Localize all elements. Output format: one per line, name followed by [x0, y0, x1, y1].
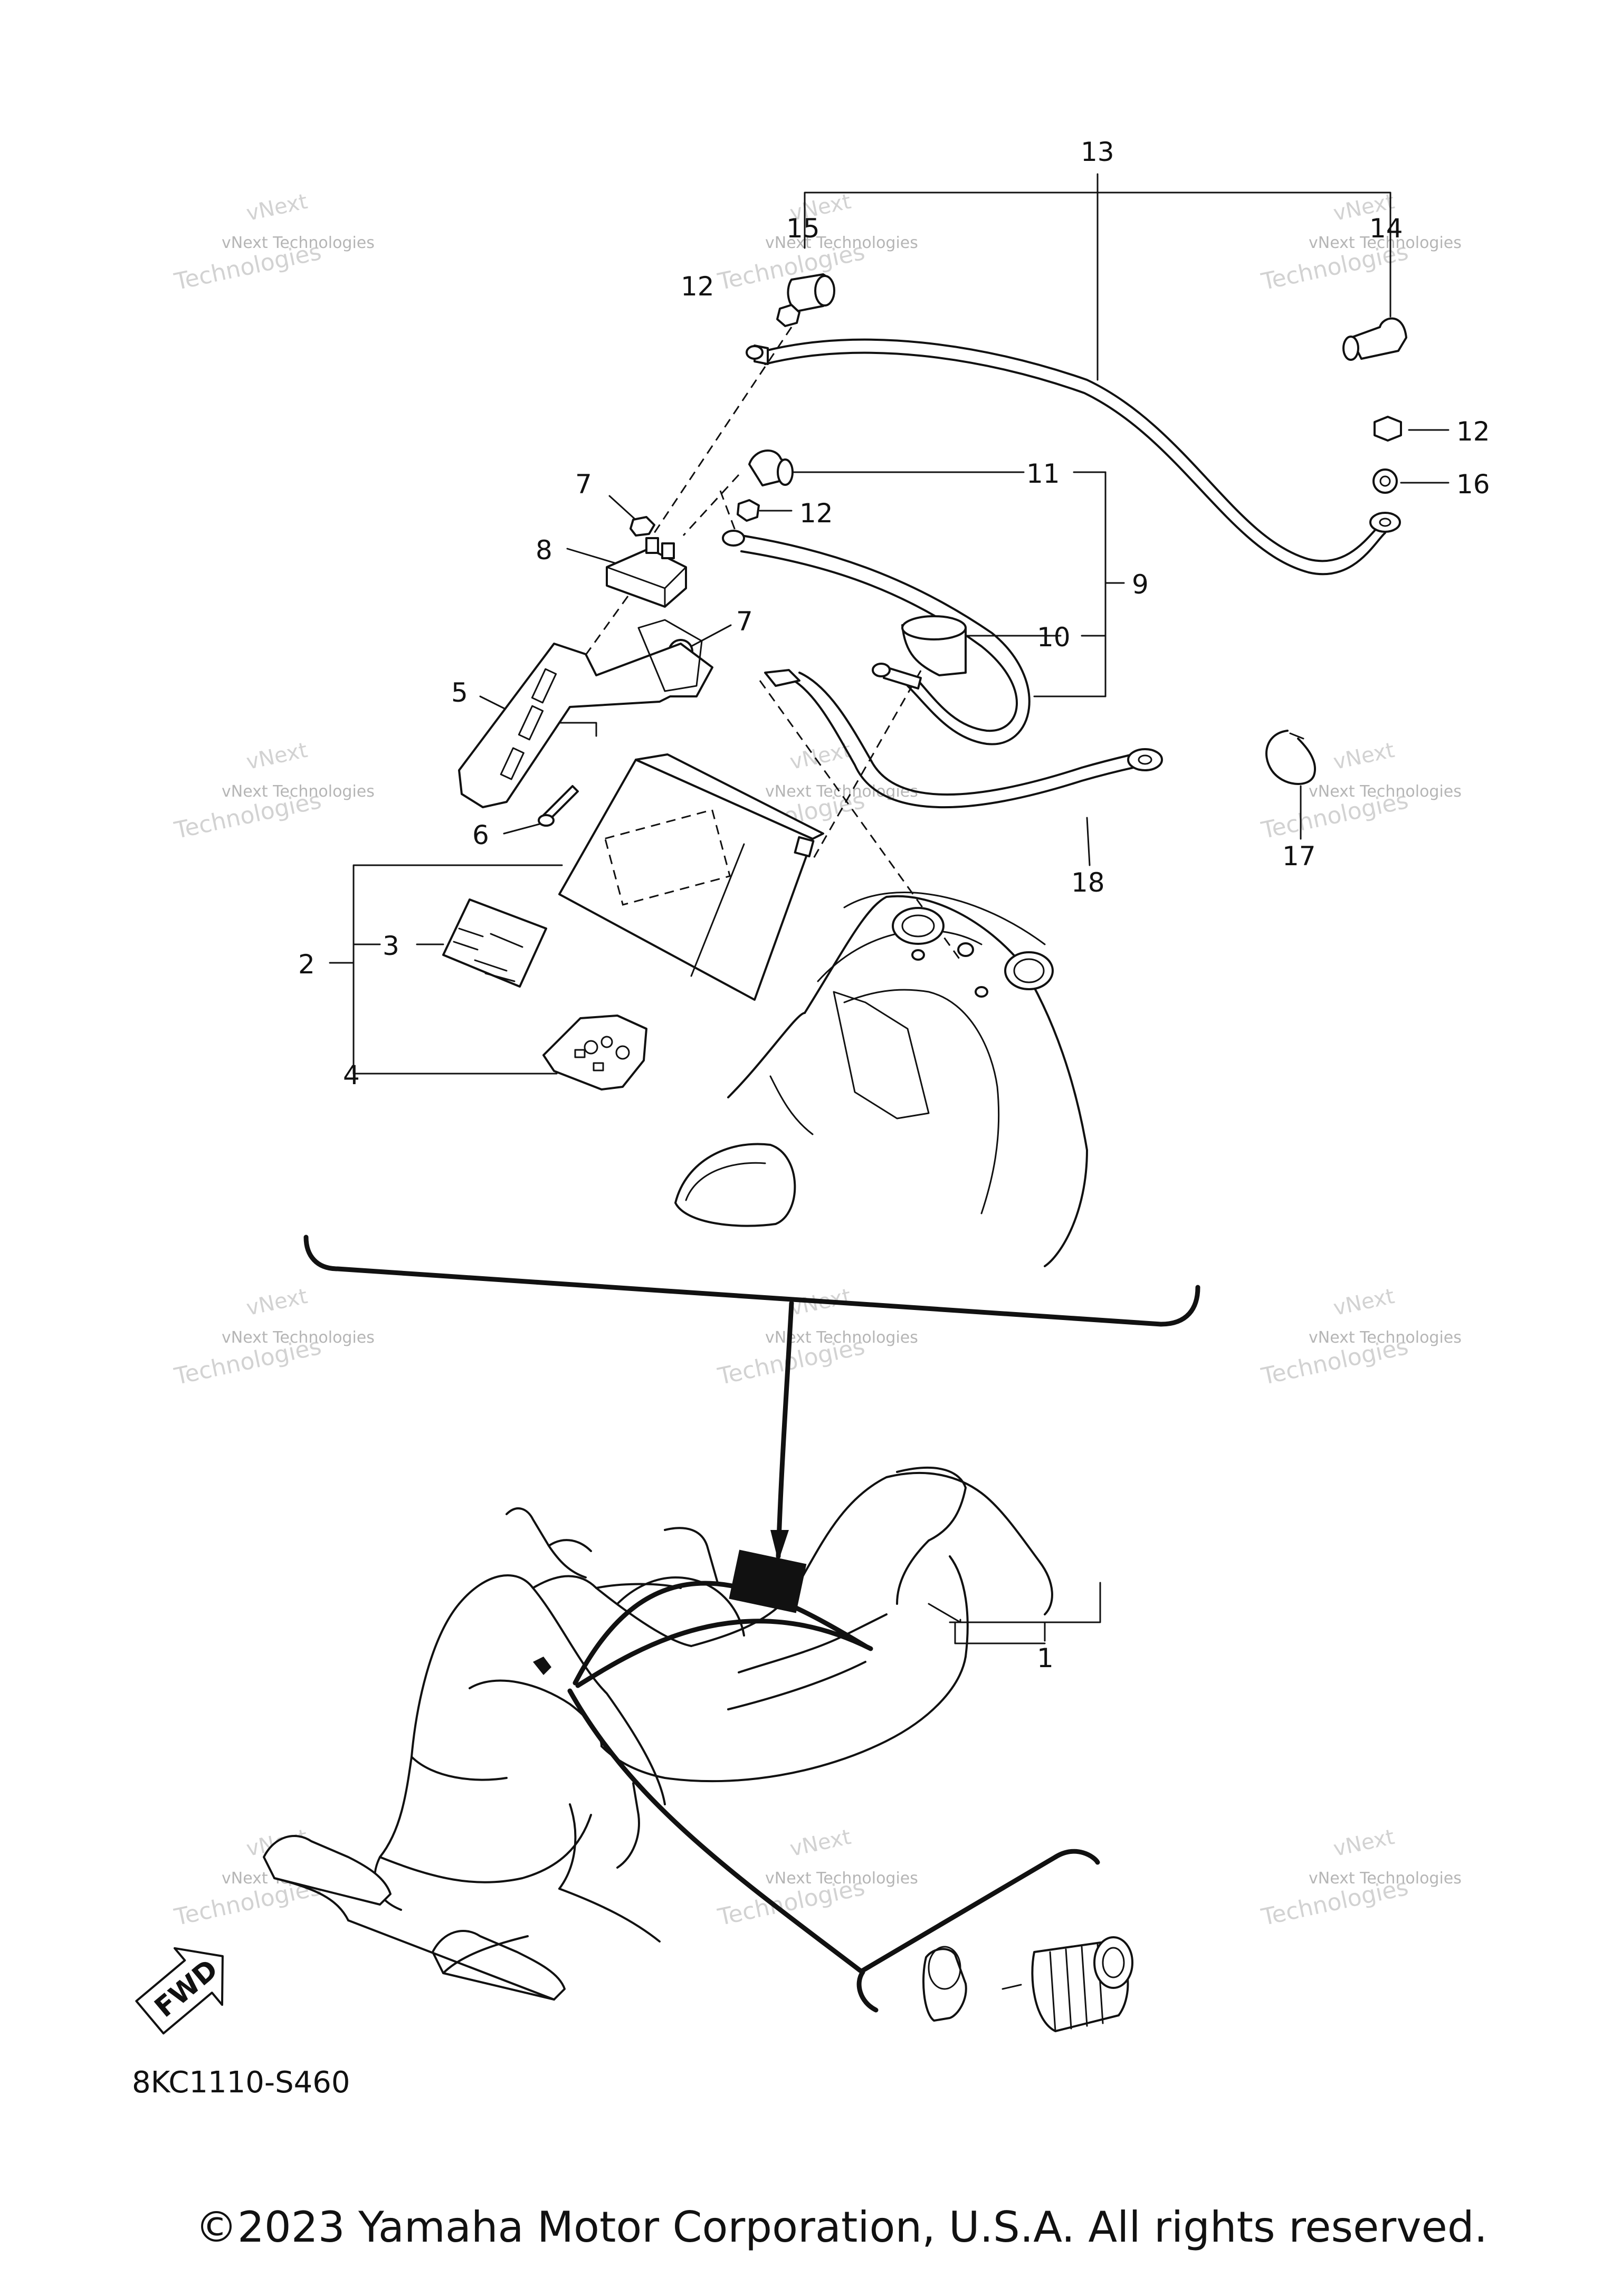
svg-text:vNext: vNext [1331, 1825, 1397, 1861]
callout-12-right: 12 [1456, 416, 1490, 447]
callout-10: 10 [1037, 622, 1071, 653]
body-panel [674, 891, 1088, 1267]
callout-7-lower: 7 [736, 606, 753, 637]
battery-2 [558, 753, 824, 1001]
svg-text:vNext: vNext [1331, 738, 1397, 774]
svg-text:vNext Technologies: vNext Technologies [765, 1869, 918, 1888]
svg-text:vNext Technologies: vNext Technologies [222, 782, 375, 801]
svg-text:vNext: vNext [788, 1825, 853, 1861]
bracket-5 [458, 619, 713, 808]
watermarks: vNext Technologies Technologies vNext vN… [171, 189, 1462, 1931]
watermark: vNext Technologies Technologies vNext [171, 1284, 375, 1391]
bolt-7-upper [630, 516, 655, 537]
watermark: vNext Technologies Technologies vNext [171, 189, 375, 296]
watermark: vNext Technologies Technologies vNext [1258, 189, 1462, 296]
watermark: vNext Technologies Technologies vNext [1258, 1284, 1462, 1391]
callout-numbers: 13 15 14 12 12 11 16 7 12 8 9 7 10 5 6 1… [298, 137, 1490, 1673]
lock-washer-16 [1372, 468, 1398, 494]
hardware-bag-4 [542, 1015, 647, 1090]
svg-text:vNext Technologies: vNext Technologies [222, 1328, 375, 1347]
screw-6 [538, 785, 579, 827]
warning-label-3 [442, 898, 547, 988]
callout-14: 14 [1369, 213, 1403, 244]
terminal-cap-11 [748, 449, 794, 486]
callout-16: 16 [1456, 469, 1490, 500]
terminal-cap-15 [787, 273, 835, 312]
svg-text:vNext Technologies: vNext Technologies [1309, 782, 1462, 801]
callout-11: 11 [1026, 458, 1060, 489]
svg-text:vNext Technologies: vNext Technologies [1309, 1328, 1462, 1347]
svg-text:vNext: vNext [1331, 1284, 1397, 1321]
copyright-notice: ©2023 Yamaha Motor Corporation, U.S.A. A… [195, 2203, 1488, 2252]
watermark: vNext Technologies Technologies vNext [1258, 1825, 1462, 1931]
callout-5: 5 [451, 677, 468, 708]
svg-text:vNext Technologies: vNext Technologies [765, 782, 918, 801]
diagram-code: 8KC1110-S460 [132, 2065, 350, 2100]
fwd-arrow: FWD [135, 1947, 224, 2035]
watermark: vNext Technologies Technologies vNext [1258, 738, 1462, 845]
dc-socket-1 [922, 1936, 1133, 2032]
nut-12-right [1374, 416, 1402, 442]
small-parts [442, 273, 1407, 1090]
callout-12-top: 12 [681, 271, 714, 302]
clip-17 [1265, 730, 1316, 785]
terminal-cap-14 [1342, 317, 1407, 361]
svg-text:vNext: vNext [244, 189, 310, 226]
svg-text:vNext: vNext [244, 1284, 310, 1321]
callout-13: 13 [1081, 137, 1114, 167]
watermark: vNext Technologies Technologies vNext [171, 738, 375, 845]
callout-2: 2 [298, 949, 315, 980]
snowmobile [263, 1467, 1053, 2001]
svg-text:vNext Technologies: vNext Technologies [1309, 234, 1462, 252]
battery-cables [722, 338, 1401, 809]
callout-6: 6 [472, 820, 489, 850]
callout-18: 18 [1071, 867, 1105, 898]
callout-8: 8 [536, 535, 552, 566]
callout-1: 1 [1037, 1643, 1054, 1673]
callout-4: 4 [343, 1060, 360, 1090]
callout-17: 17 [1282, 841, 1316, 872]
detail-frame [303, 1235, 1200, 2013]
svg-text:vNext: vNext [244, 738, 310, 774]
svg-text:vNext Technologies: vNext Technologies [222, 234, 375, 252]
terminal-cap-10 [901, 615, 967, 676]
svg-text:vNext Technologies: vNext Technologies [765, 234, 918, 252]
watermark: vNext Technologies Technologies vNext [715, 1825, 918, 1931]
relay-8 [606, 537, 687, 608]
callout-15: 15 [786, 213, 820, 244]
callout-3: 3 [383, 931, 399, 961]
leader-lines [329, 173, 1450, 1644]
nut-12-mid [737, 499, 760, 522]
svg-text:vNext Technologies: vNext Technologies [1309, 1869, 1462, 1888]
callout-7-upper: 7 [575, 469, 592, 500]
callout-9: 9 [1132, 569, 1149, 600]
nut-12-top [776, 304, 800, 327]
callout-12-mid: 12 [799, 498, 833, 529]
